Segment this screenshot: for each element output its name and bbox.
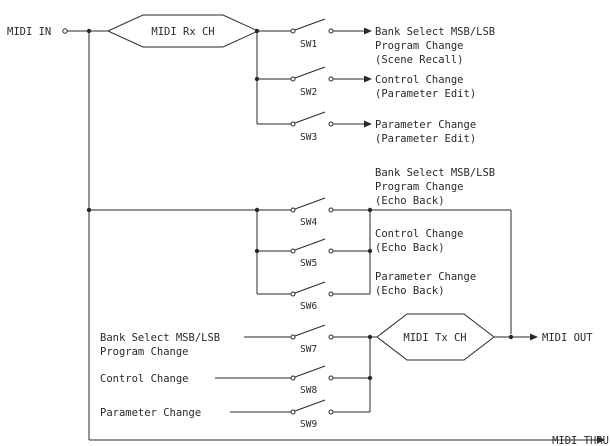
receive-bus-junction — [254, 76, 260, 82]
sw3-desc-line2: (Parameter Edit) — [375, 133, 476, 145]
midi-in-terminal — [62, 28, 68, 34]
sw4-desc-line3: (Echo Back) — [375, 195, 445, 207]
sw3-desc-line1: Parameter Change — [375, 119, 476, 131]
midi-out-wiring — [494, 333, 538, 341]
sw8-source-line1: Control Change — [100, 373, 189, 385]
sw6-desc-line1: Parameter Change — [375, 271, 476, 283]
transmit-merge-junction — [367, 375, 373, 381]
switch-sw7 — [290, 324, 334, 340]
switch-sw3 — [290, 111, 372, 128]
sw1-desc-line1: Bank Select MSB/LSB — [375, 26, 495, 38]
switch-sw6 — [290, 281, 334, 297]
receive-bus-junction — [254, 28, 260, 34]
sw2-desc-line1: Control Change — [375, 74, 464, 86]
sw4-desc-line1: Bank Select MSB/LSB — [375, 167, 495, 179]
midi-thru-label: MIDI THRU — [552, 435, 609, 446]
echo-bus-wiring — [256, 209, 512, 334]
transmit-merge-junction — [367, 334, 373, 340]
sw6-desc-line2: (Echo Back) — [375, 285, 445, 297]
echo-branch-junction — [86, 207, 92, 213]
echo-bus-junction — [254, 248, 260, 254]
midi-thru-arrow — [597, 436, 605, 444]
echo-merge-junction — [367, 248, 373, 254]
sw5-desc-line1: Control Change — [375, 228, 464, 240]
sw9-source-line1: Parameter Change — [100, 407, 201, 419]
sw6-label: SW6 — [300, 301, 317, 312]
switch-sw4 — [290, 197, 334, 213]
sw2-label: SW2 — [300, 87, 317, 98]
midi-tx-ch-label: MIDI Tx CH — [403, 332, 466, 344]
sw7-source-line1: Bank Select MSB/LSB — [100, 332, 220, 344]
transmit-wiring — [215, 336, 377, 413]
sw4-desc-line2: Program Change — [375, 181, 464, 193]
sw5-desc-line2: (Echo Back) — [375, 242, 445, 254]
sw9-label: SW9 — [300, 419, 317, 430]
midi-rx-ch-label: MIDI Rx CH — [151, 26, 214, 38]
midi-in-label: MIDI IN — [7, 26, 51, 38]
sw1-label: SW1 — [300, 39, 317, 50]
sw4-label: SW4 — [300, 217, 317, 228]
switch-sw9 — [290, 399, 334, 415]
midi-in-junction — [86, 28, 92, 34]
sw8-label: SW8 — [300, 385, 317, 396]
sw1-desc-line2: Program Change — [375, 40, 464, 52]
echo-merge-junction — [367, 207, 373, 213]
sw5-label: SW5 — [300, 258, 317, 269]
receive-bus-wiring — [256, 30, 291, 125]
sw7-source-line2: Program Change — [100, 346, 189, 358]
switch-sw8 — [290, 365, 334, 381]
sw1-desc-line3: (Scene Recall) — [375, 54, 464, 66]
sw3-label: SW3 — [300, 132, 317, 143]
midi-out-label: MIDI OUT — [542, 332, 593, 344]
switch-sw2 — [290, 66, 372, 83]
midi-out-merge-junction — [508, 334, 514, 340]
midi-in-wiring — [66, 30, 598, 441]
sw7-label: SW7 — [300, 344, 317, 355]
sw2-desc-line2: (Parameter Edit) — [375, 88, 476, 100]
echo-bus-junction — [254, 207, 260, 213]
switch-sw5 — [290, 238, 334, 254]
switch-sw1 — [290, 18, 372, 35]
